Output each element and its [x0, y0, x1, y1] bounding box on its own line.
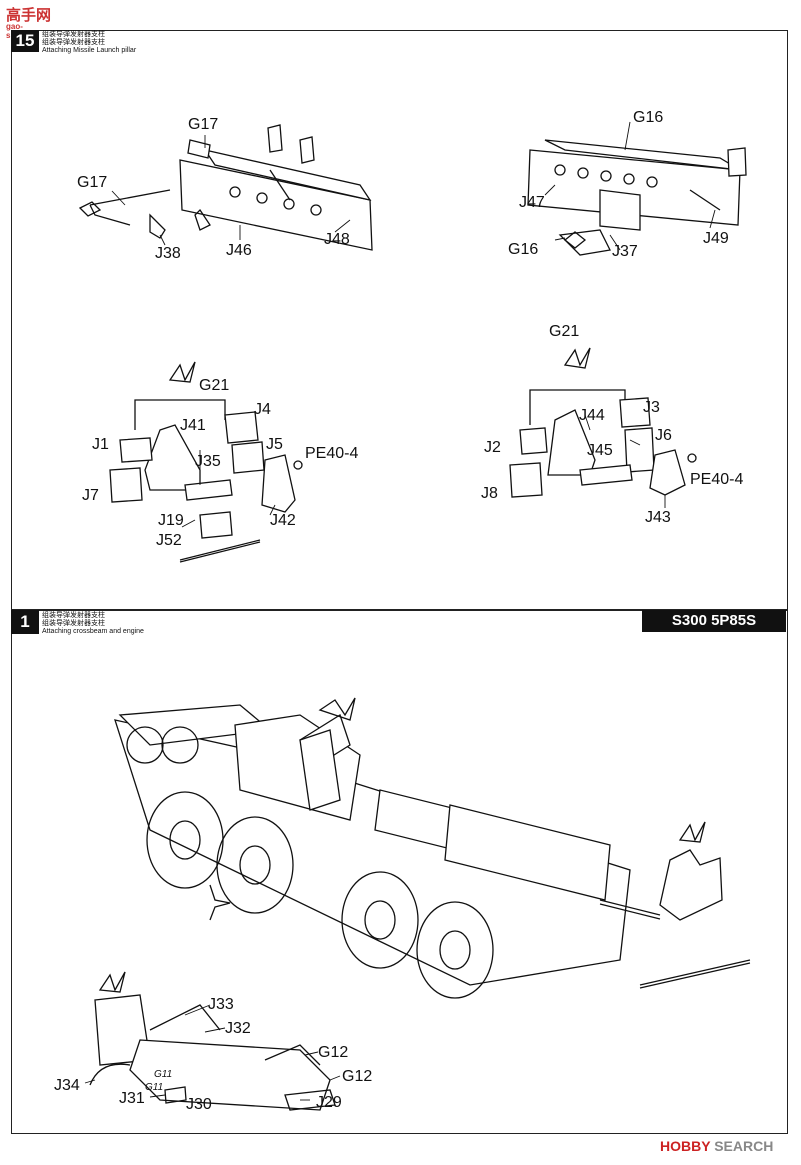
- vehicle-chassis: [114, 697, 751, 999]
- part-label: G12: [342, 1068, 373, 1085]
- part-label: J45: [587, 442, 613, 459]
- part-label: G17: [77, 174, 108, 191]
- part-label: G16: [508, 241, 539, 258]
- engine-assembly: [89, 971, 336, 1111]
- part-label: J7: [82, 487, 99, 504]
- frame-left-assembly: [109, 361, 303, 563]
- step-number: 1: [11, 610, 39, 634]
- part-label: J6: [655, 427, 672, 444]
- step-panel-top: [11, 30, 788, 610]
- part-label: PE40-4: [305, 445, 359, 462]
- part-label: J8: [481, 485, 498, 502]
- part-label: J29: [316, 1094, 342, 1111]
- step-caption-en: Attaching Missile Launch pillar: [42, 47, 137, 54]
- part-label: J1: [92, 436, 109, 453]
- step-caption-en: Attaching crossbeam and engine: [42, 628, 144, 635]
- step-number: 15: [11, 30, 39, 52]
- part-label: G21: [199, 377, 230, 394]
- part-label: PE40-4: [690, 471, 744, 488]
- model-title: S300 5P85S: [642, 610, 786, 632]
- part-label: J5: [266, 436, 283, 453]
- part-label: J48: [324, 231, 350, 248]
- part-label: G16: [633, 109, 664, 126]
- part-label: J44: [579, 407, 605, 424]
- part-label: G17: [188, 116, 219, 133]
- part-label: J35: [195, 453, 221, 470]
- leader-lines: [84, 121, 716, 1101]
- part-label: G12: [318, 1044, 349, 1061]
- part-label: J19: [158, 512, 184, 529]
- step-caption-cn: 组装导弹发射器支柱: [42, 620, 105, 627]
- part-label: G11: [154, 1069, 173, 1080]
- part-label: J3: [643, 399, 660, 416]
- plate-j46-assembly: [78, 124, 373, 251]
- step-caption-cn: 组装导弹发射器支柱: [42, 612, 105, 619]
- step-caption-cn: 组装导弹发射器支柱: [42, 31, 105, 38]
- part-label: J46: [226, 242, 252, 259]
- part-label: J33: [208, 996, 234, 1013]
- part-label: J41: [180, 417, 206, 434]
- part-label: J30: [186, 1096, 212, 1113]
- step-caption-cn: 组装导弹发射器支柱: [42, 39, 105, 46]
- part-label: G11: [145, 1082, 164, 1093]
- footer-watermark: HOBBY SEARCH: [660, 1138, 774, 1154]
- part-label: J47: [519, 194, 545, 211]
- part-label: J43: [645, 509, 671, 526]
- part-label: J34: [54, 1077, 80, 1094]
- part-label: J4: [254, 401, 271, 418]
- part-label: J32: [225, 1020, 251, 1037]
- part-label: J31: [119, 1090, 145, 1107]
- part-label: J42: [270, 512, 296, 529]
- part-label: J2: [484, 439, 501, 456]
- part-label: J37: [612, 243, 638, 260]
- part-label: J49: [703, 230, 729, 247]
- part-label: J38: [155, 245, 181, 262]
- part-label: J52: [156, 532, 182, 549]
- plate-j47-assembly: [527, 139, 747, 256]
- part-label: G21: [549, 323, 580, 340]
- frame-right-assembly: [509, 347, 697, 498]
